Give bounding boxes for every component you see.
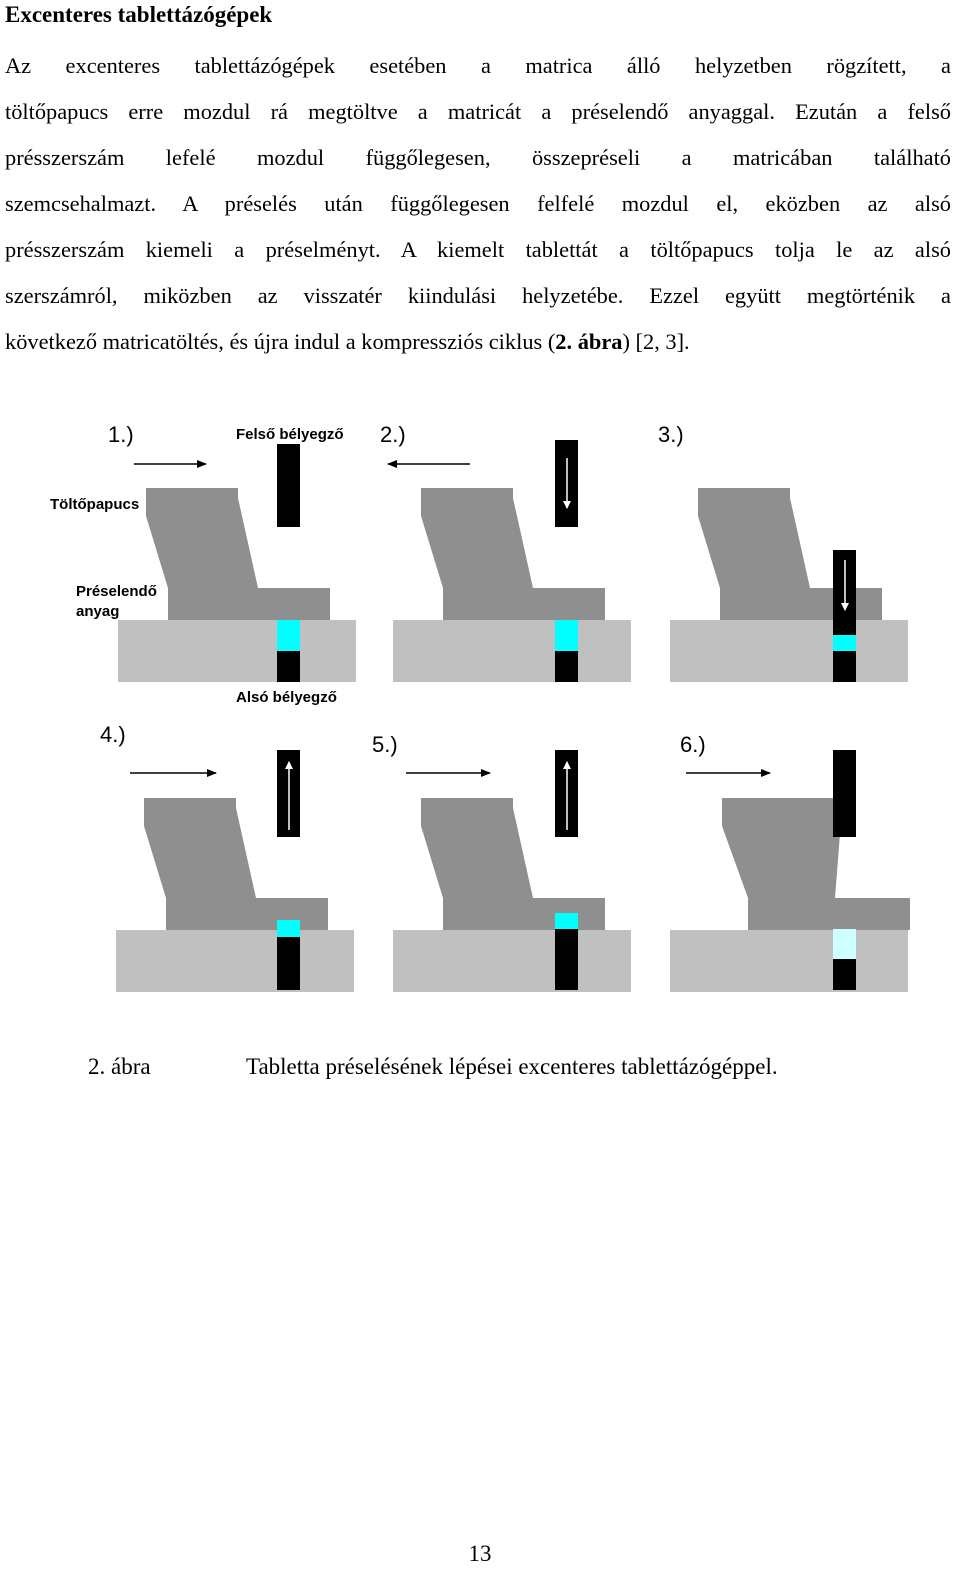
- powder-fill: [277, 920, 300, 937]
- lower-punch: [277, 937, 300, 990]
- die-block: [670, 620, 908, 682]
- paragraph-line: töltőpapucs erre mozdul rá megtöltve a m…: [5, 99, 951, 124]
- paragraph-last-line: következő matricatöltés, és újra indul a…: [5, 319, 951, 365]
- tablet-press-figure: Felső bélyegző Töltőpapucs Préselendő an…: [0, 400, 960, 1020]
- material-label-line2: anyag: [76, 603, 119, 620]
- feed-shoe: [144, 798, 328, 930]
- page-number: 13: [468, 1541, 492, 1566]
- body-paragraph: Az excenteres tablettázógépek esetében a…: [5, 43, 951, 365]
- step-label: 2.): [380, 422, 406, 447]
- die-block: [118, 620, 356, 682]
- lower-punch: [555, 929, 578, 990]
- paragraph-line: Az excenteres tablettázógépek esetében a…: [5, 53, 951, 78]
- paragraph-line: szemcsehalmazt. A préselés után függőleg…: [5, 191, 951, 216]
- paragraph-line: présszerszám lefelé mozdul függőlegesen,…: [5, 145, 951, 170]
- caption-number: 2. ábra: [88, 1054, 151, 1079]
- feed-shoe: [421, 488, 605, 620]
- upper-punch: [833, 750, 856, 837]
- step-label: 1.): [108, 422, 134, 447]
- feed-shoe: [698, 488, 882, 620]
- die-block: [393, 930, 631, 992]
- powder-fill: [833, 635, 856, 651]
- citation-text: ) [2, 3].: [622, 329, 690, 354]
- die-block: [670, 930, 908, 992]
- step-label: 3.): [658, 422, 684, 447]
- feed-shoe-label: Töltőpapucs: [50, 496, 139, 513]
- section-heading: Excenteres tablettázógépek: [5, 2, 273, 27]
- powder-fill: [555, 913, 578, 929]
- step-label: 6.): [680, 732, 706, 757]
- material-label-line1: Préselendő: [76, 583, 157, 600]
- step-label: 4.): [100, 722, 126, 747]
- lower-punch: [555, 651, 578, 682]
- lower-punch: [277, 651, 300, 682]
- lower-punch-label: Alsó bélyegző: [236, 689, 337, 706]
- powder-fill: [555, 620, 578, 651]
- upper-punch: [277, 444, 300, 527]
- feed-shoe: [146, 488, 330, 620]
- upper-punch-label: Felső bélyegző: [236, 426, 344, 443]
- lower-punch: [833, 959, 856, 990]
- paragraph-text: következő matricatöltés, és újra indul a…: [5, 329, 556, 354]
- paragraph-line: szerszámról, miközben az visszatér kiind…: [5, 283, 951, 308]
- die-block: [116, 930, 354, 992]
- tablet: [833, 929, 856, 959]
- figure-reference: 2. ábra: [555, 329, 623, 354]
- step-label: 5.): [372, 732, 398, 757]
- caption-text: Tabletta préselésének lépései excenteres…: [246, 1054, 778, 1079]
- powder-fill: [277, 620, 300, 651]
- die-block: [393, 620, 631, 682]
- figure-diagram: Felső bélyegző Töltőpapucs Préselendő an…: [50, 422, 910, 992]
- feed-shoe: [722, 798, 910, 930]
- lower-punch: [833, 651, 856, 682]
- feed-shoe: [421, 798, 605, 930]
- paragraph-line: présszerszám kiemeli a préselményt. A ki…: [5, 237, 951, 262]
